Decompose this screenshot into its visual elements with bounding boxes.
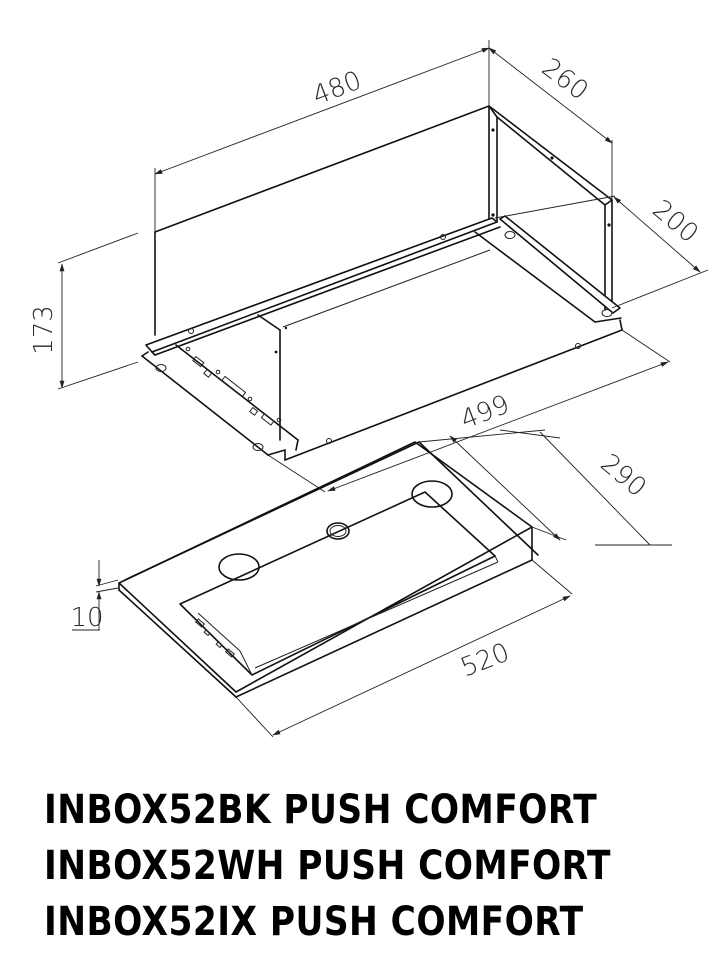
dim-173-label: 173: [29, 305, 59, 355]
hood-dimension-drawing: 480 260 200 173 499 290 10 520: [29, 40, 709, 738]
dim-200-label: 200: [646, 194, 703, 249]
dimension-lines: [57, 40, 709, 738]
model-list: INBOX52BK PUSH COMFORT INBOX52WH PUSH CO…: [44, 782, 703, 950]
dim-260-label: 260: [536, 53, 594, 107]
dim-480-label: 480: [309, 66, 366, 112]
dim-290-label: 290: [594, 448, 651, 503]
dim-499-label: 499: [457, 390, 514, 436]
dim-520-label: 520: [457, 638, 514, 684]
model-name-bk: INBOX52BK PUSH COMFORT: [44, 787, 598, 833]
model-name-wh: INBOX52WH PUSH COMFORT: [44, 843, 611, 889]
model-name-ix: INBOX52IX PUSH COMFORT: [44, 899, 584, 945]
dim-10-label: 10: [70, 603, 103, 633]
